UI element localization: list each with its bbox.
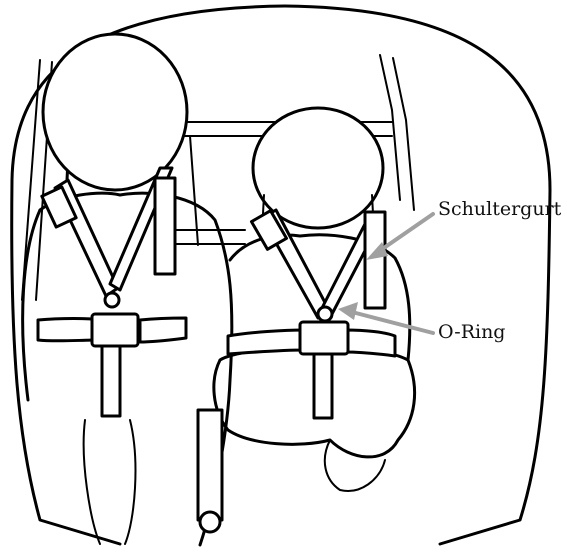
o-ring	[318, 307, 332, 321]
o-ring-label: O-Ring	[438, 323, 505, 342]
left-harness	[38, 168, 222, 532]
right-head	[253, 108, 383, 228]
shoulder-strap-label: Schultergurt	[438, 200, 561, 219]
